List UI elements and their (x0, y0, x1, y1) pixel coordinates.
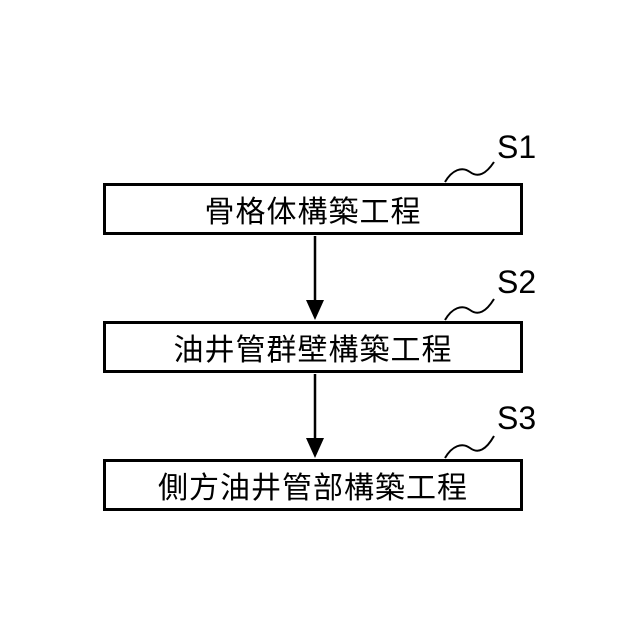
step-label-s1: 骨格体構築工程 (205, 187, 422, 231)
leader-line-s2 (445, 299, 494, 320)
leader-line-s3 (445, 436, 494, 458)
step-box-s2: 油井管群壁構築工程 (103, 321, 523, 373)
arrowhead-s2-to-s3 (306, 438, 324, 458)
step-label-s3: 側方油井管部構築工程 (158, 463, 468, 507)
step-code-s1: S1 (497, 131, 536, 163)
step-code-s2: S2 (497, 266, 536, 298)
arrowhead-s1-to-s2 (306, 300, 324, 320)
step-code-s3: S3 (497, 402, 536, 434)
step-box-s3: 側方油井管部構築工程 (103, 459, 523, 511)
step-label-s2: 油井管群壁構築工程 (174, 325, 453, 369)
leader-line-s1 (445, 162, 494, 182)
step-box-s1: 骨格体構築工程 (103, 183, 523, 235)
